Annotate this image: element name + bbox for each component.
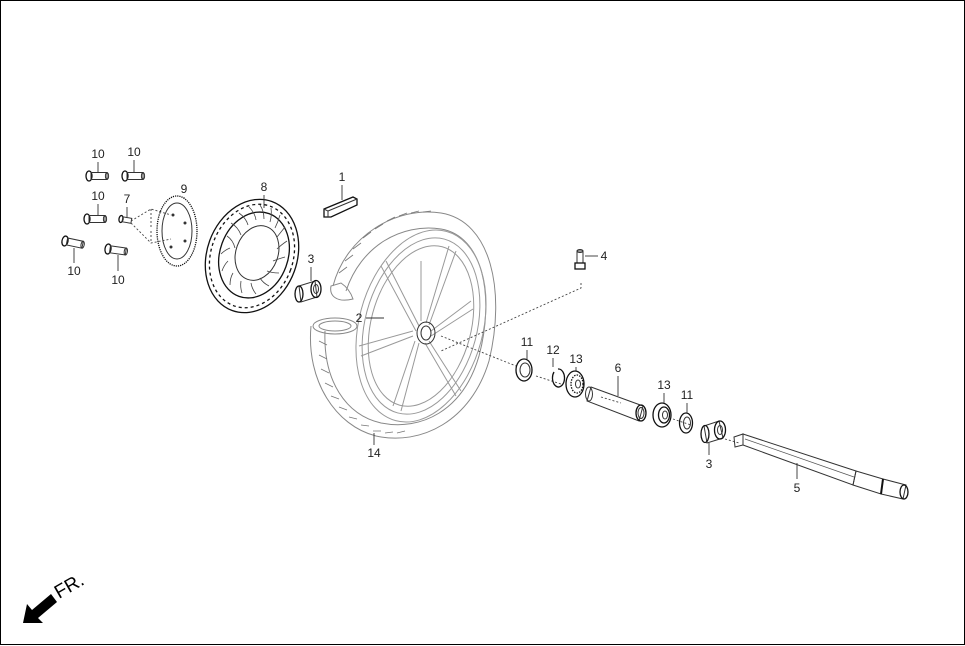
bolt-10b-icon bbox=[121, 170, 146, 182]
callout-1: 1 bbox=[339, 170, 346, 184]
circlip-12-icon bbox=[551, 358, 566, 388]
front-tire-14-icon bbox=[309, 210, 497, 445]
collar-3b-icon bbox=[700, 420, 727, 455]
callout-10d: 10 bbox=[67, 264, 81, 278]
callout-13b: 13 bbox=[657, 378, 671, 392]
fr-label: FR. bbox=[51, 570, 88, 603]
callout-10c: 10 bbox=[91, 189, 105, 203]
callout-10e: 10 bbox=[111, 273, 125, 287]
callout-6: 6 bbox=[615, 361, 622, 375]
brake-disc-8-icon bbox=[204, 195, 300, 314]
callout-4: 4 bbox=[601, 249, 608, 263]
bearing-13a-icon bbox=[565, 367, 585, 398]
callout-labels: 1 2 3 3 4 5 6 7 8 9 10 10 10 10 10 11 11… bbox=[67, 145, 800, 495]
balance-weight-1-icon bbox=[323, 185, 358, 218]
callout-2: 2 bbox=[356, 311, 363, 325]
abs-ring-9-icon bbox=[156, 195, 198, 267]
bolt-10d-icon bbox=[61, 235, 85, 249]
screw-7-icon bbox=[118, 214, 133, 224]
oil-seal-11a-icon bbox=[515, 350, 533, 382]
collar-3a-icon bbox=[294, 267, 322, 303]
callout-11a: 11 bbox=[521, 335, 534, 349]
bearing-13b-icon bbox=[652, 393, 672, 428]
callout-13a: 13 bbox=[569, 352, 583, 366]
front-axle-5-icon bbox=[733, 433, 909, 500]
bolt-group bbox=[61, 160, 172, 271]
callout-7: 7 bbox=[124, 192, 131, 206]
distance-collar-6-icon bbox=[585, 376, 647, 422]
callout-3a: 3 bbox=[308, 252, 315, 266]
callout-11b: 11 bbox=[681, 388, 694, 402]
valve-stem-4-icon bbox=[574, 249, 598, 270]
front-direction-indicator: FR. bbox=[23, 570, 88, 623]
arrow-down-left-icon bbox=[23, 594, 57, 623]
callout-14: 14 bbox=[367, 446, 381, 460]
oil-seal-11b-icon bbox=[678, 403, 694, 434]
callout-10b: 10 bbox=[127, 145, 141, 159]
callout-10a: 10 bbox=[91, 147, 105, 161]
callout-9: 9 bbox=[181, 182, 188, 196]
callout-12: 12 bbox=[546, 343, 560, 357]
front-rim-2-icon bbox=[355, 229, 487, 423]
callout-5: 5 bbox=[794, 481, 801, 495]
bolt-10a-icon bbox=[85, 170, 110, 182]
callout-8: 8 bbox=[261, 180, 268, 194]
bolt-10e-icon bbox=[104, 243, 128, 256]
callout-3b: 3 bbox=[706, 457, 713, 471]
bolt-10c-icon bbox=[83, 213, 108, 225]
